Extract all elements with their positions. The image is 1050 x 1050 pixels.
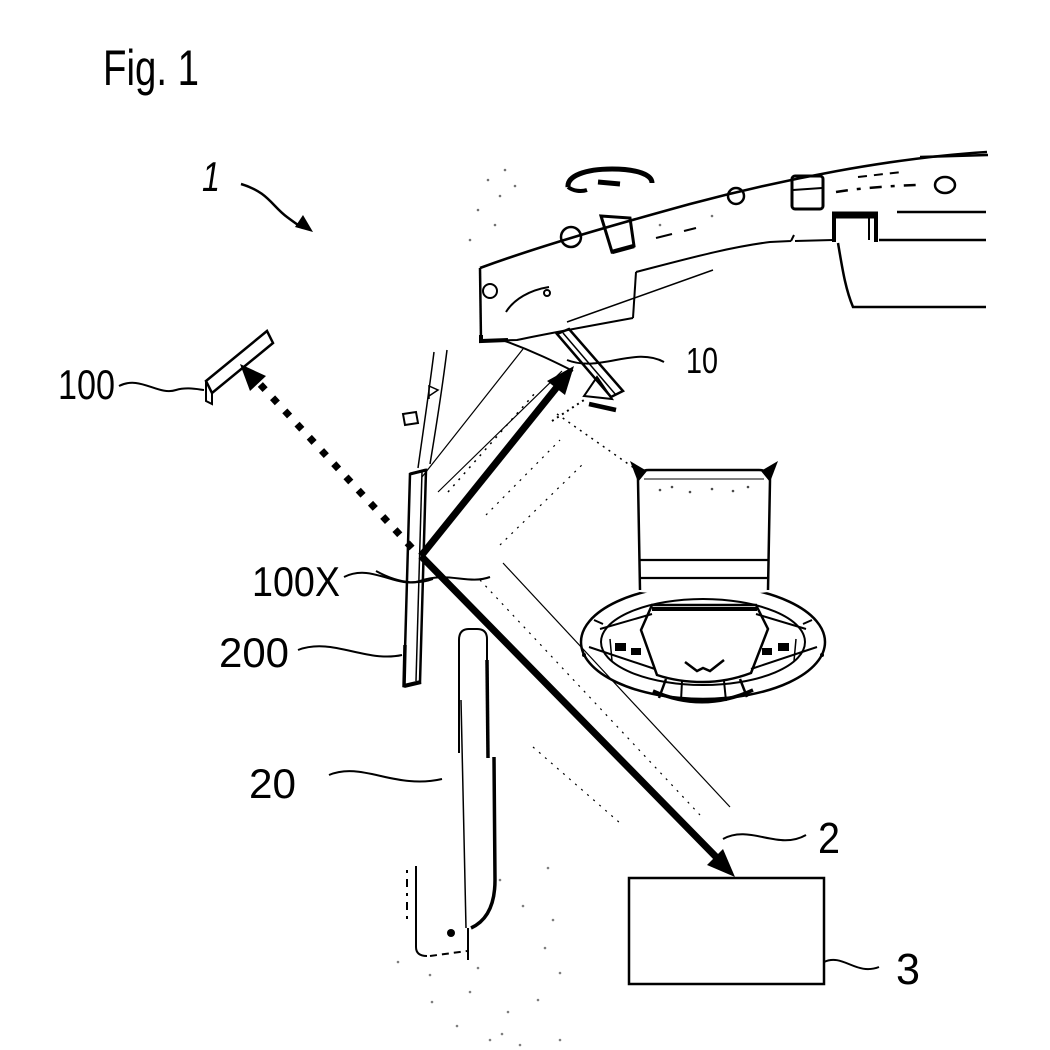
beam-hole: [559, 225, 583, 249]
beam-hole: [933, 175, 957, 195]
pillar-20: [375, 348, 731, 1047]
projection-unit-10: [551, 327, 635, 469]
light-rays: [240, 364, 735, 877]
arrowhead: [547, 366, 574, 395]
beam-u-bracket: [832, 211, 878, 242]
arrowhead: [707, 849, 735, 877]
ref-label-3: 3: [896, 945, 920, 994]
beam-hole: [482, 283, 498, 299]
spoke-switches: [615, 643, 789, 655]
ref-label-100: 100: [58, 361, 115, 408]
sketch-speckles: [396, 866, 562, 1047]
figure-title: Fig. 1: [103, 40, 199, 96]
steering-wheel: [579, 461, 827, 704]
ref-label-10: 10: [686, 340, 718, 381]
beam-hole: [726, 186, 746, 206]
leader-lines: [118, 182, 880, 970]
system-leader-arrow: [240, 182, 313, 232]
arrowhead: [295, 215, 313, 232]
figure-labels: Fig. 1 1 100 100X 200 20 10 2 3: [58, 40, 920, 994]
arrowhead: [240, 364, 266, 391]
ref-label-system: 1: [202, 153, 220, 200]
ref-label-2: 2: [818, 814, 840, 863]
solid-ray-to-10: [418, 366, 574, 559]
ref-label-100X: 100X: [252, 558, 340, 605]
beam-hole: [543, 289, 551, 297]
ref-label-20: 20: [249, 760, 296, 807]
beam-bracket: [790, 174, 825, 211]
column-horn: [761, 461, 778, 482]
sketch-speckles: [468, 168, 714, 242]
control-unit-box-3: [627, 876, 826, 986]
reflective-element-100: [204, 329, 275, 406]
dotted-ray-to-100: [240, 364, 415, 551]
cross-car-beam: [468, 150, 989, 372]
combiner-strip-200: [402, 468, 428, 688]
wheel-hub: [639, 603, 770, 684]
ref-label-200: 200: [219, 629, 289, 676]
solid-ray-to-3: [418, 553, 735, 877]
column-horn: [630, 461, 647, 482]
